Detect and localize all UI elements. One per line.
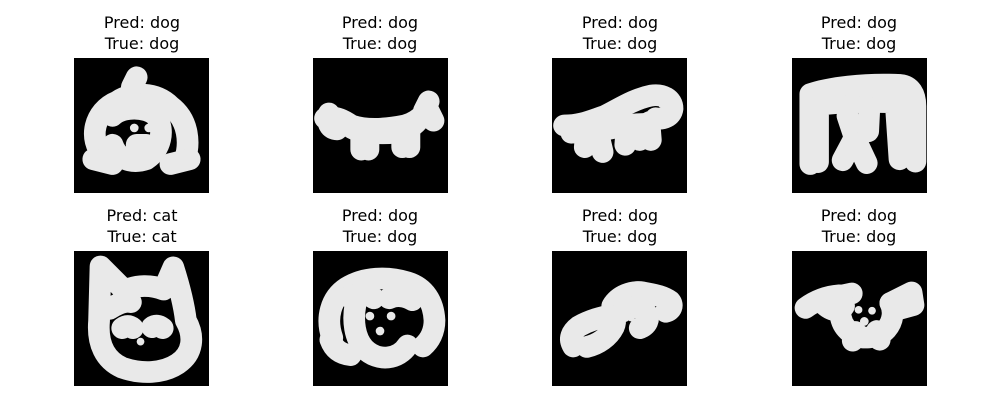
pred-label: Pred: dog — [341, 13, 419, 32]
true-label: True: dog — [104, 34, 180, 53]
pred-label: Pred: cat — [106, 206, 178, 225]
pred-label: Pred: dog — [581, 13, 659, 32]
true-label: True: dog — [582, 227, 658, 246]
dog-sketch-icon — [552, 58, 687, 193]
true-label: True: dog — [342, 34, 418, 53]
pred-label: Pred: dog — [103, 13, 181, 32]
pred-label: Pred: dog — [820, 13, 898, 32]
cat-sketch-icon — [74, 251, 209, 386]
prediction-cell: Pred: dog True: dog — [300, 12, 460, 202]
true-label: True: dog — [821, 227, 897, 246]
prediction-cell: Pred: dog True: dog — [300, 205, 460, 395]
dog-sketch-icon — [313, 58, 448, 193]
dog-sketch-icon — [313, 251, 448, 386]
pred-label: Pred: dog — [341, 206, 419, 225]
dog-sketch-icon — [74, 58, 209, 193]
prediction-cell: Pred: dog True: dog — [540, 12, 700, 202]
prediction-cell: Pred: dog True: dog — [62, 12, 222, 202]
prediction-cell: Pred: cat True: cat — [62, 205, 222, 395]
dog-sketch-icon — [792, 58, 927, 193]
true-label: True: dog — [342, 227, 418, 246]
pred-label: Pred: dog — [581, 206, 659, 225]
prediction-cell: Pred: dog True: dog — [540, 205, 700, 395]
dog-sketch-icon — [792, 251, 927, 386]
prediction-cell: Pred: dog True: dog — [779, 12, 939, 202]
true-label: True: dog — [582, 34, 658, 53]
dog-sketch-icon — [552, 251, 687, 386]
pred-label: Pred: dog — [820, 206, 898, 225]
true-label: True: cat — [107, 227, 177, 246]
true-label: True: dog — [821, 34, 897, 53]
prediction-cell: Pred: dog True: dog — [779, 205, 939, 395]
